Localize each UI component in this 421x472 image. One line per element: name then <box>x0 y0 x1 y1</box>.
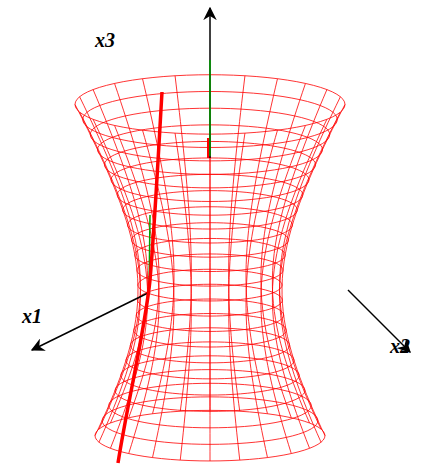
mesh-meridian <box>229 76 245 411</box>
x1-axis <box>32 292 150 350</box>
center-tick <box>207 138 209 158</box>
ruling-line <box>118 92 162 463</box>
axis-label: x2 <box>390 336 410 356</box>
mesh-meridian <box>175 133 191 460</box>
mesh-meridian <box>175 76 191 411</box>
mesh-meridian <box>272 90 327 423</box>
mesh-meridian <box>229 133 245 460</box>
mesh-meridian <box>261 83 306 417</box>
mesh-meridian <box>115 125 160 453</box>
x3-axis <box>209 8 211 158</box>
mesh-meridian <box>246 79 277 414</box>
mesh-meridian <box>261 125 306 453</box>
axis-label: x3 <box>95 30 115 50</box>
mesh-meridian <box>80 97 141 429</box>
x3-axis-inner <box>209 60 211 156</box>
mesh-meridian <box>280 97 341 429</box>
axis-label: x1 <box>22 306 42 326</box>
mesh-meridian <box>280 112 341 442</box>
mesh-meridian <box>93 90 148 423</box>
